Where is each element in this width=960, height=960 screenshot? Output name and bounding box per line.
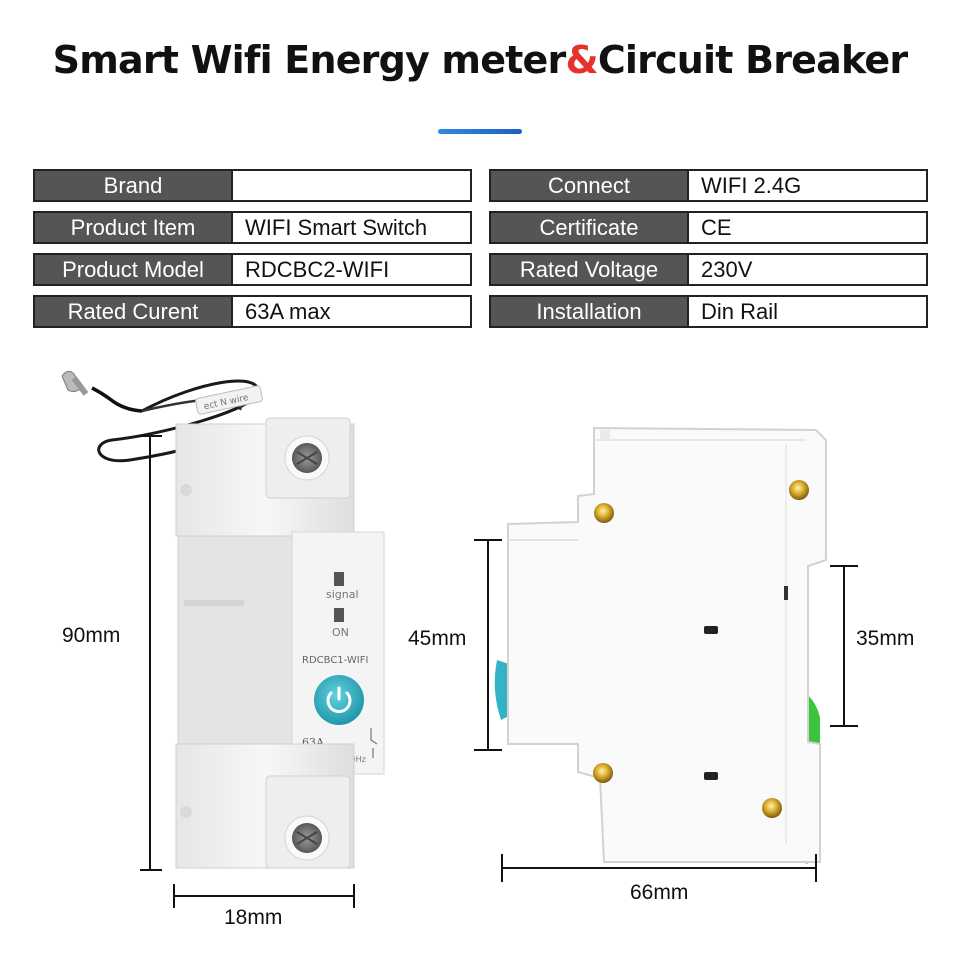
spec-key: Product Item xyxy=(35,213,233,242)
spec-row-rated-current: Rated Curent 63A max xyxy=(33,295,472,328)
spec-row-product-item: Product Item WIFI Smart Switch xyxy=(33,211,472,244)
spec-value: CE xyxy=(701,214,732,240)
side-45-dimension-label: 45mm xyxy=(408,627,467,650)
spec-row-rated-voltage: Rated Voltage 230V xyxy=(489,253,928,286)
signal-led-icon xyxy=(334,572,344,586)
spec-row-product-model: Product Model RDCBC2-WIFI xyxy=(33,253,472,286)
spec-row-certificate: Certificate CE xyxy=(489,211,928,244)
spec-row-installation: Installation Din Rail xyxy=(489,295,928,328)
spec-key: Rated Voltage xyxy=(491,255,689,284)
spec-row-connect: Connect WIFI 2.4G xyxy=(489,169,928,202)
wire: ect N wire xyxy=(61,370,281,463)
spec-value: Din Rail xyxy=(701,298,779,324)
spec-key: Connect xyxy=(491,171,689,200)
height-dimension-label: 90mm xyxy=(62,624,121,647)
rivet-icon xyxy=(789,480,809,500)
depth-dimension-label: 66mm xyxy=(630,881,689,904)
spec-value: 63A max xyxy=(245,298,331,324)
title-underline xyxy=(438,129,522,134)
front-device: ect N wire signal ON RDCBC1-WIFI 63A Ue:… xyxy=(61,370,385,869)
side-dimension-lines xyxy=(474,539,858,882)
front-dimension-lines xyxy=(140,435,355,908)
side-device xyxy=(494,426,827,864)
model-label: RDCBC1-WIFI xyxy=(302,655,368,666)
front-width-dimension-label: 18mm xyxy=(224,906,283,929)
spec-key: Product Model xyxy=(35,255,233,284)
spec-value: RDCBC2-WIFI xyxy=(245,256,390,282)
spec-key: Installation xyxy=(491,297,689,326)
rivet-icon xyxy=(594,503,614,523)
spec-value: WIFI Smart Switch xyxy=(245,214,428,240)
side-35-dimension-label: 35mm xyxy=(856,627,915,650)
spec-key: Rated Curent xyxy=(35,297,233,326)
on-led-icon xyxy=(334,608,344,622)
title-ampersand: & xyxy=(565,38,598,82)
power-icon xyxy=(326,686,352,713)
rivet-icon xyxy=(762,798,782,818)
signal-label: signal xyxy=(326,588,359,601)
spec-value: 230V xyxy=(701,256,753,282)
spec-row-brand: Brand xyxy=(33,169,472,202)
rivet-icon xyxy=(593,763,613,783)
page-title: Smart Wifi Energy meter&Circuit Breaker xyxy=(52,38,909,82)
spec-value: WIFI 2.4G xyxy=(701,172,802,198)
on-label: ON xyxy=(332,626,349,639)
spec-key: Brand xyxy=(35,171,233,200)
spec-key: Certificate xyxy=(491,213,689,242)
